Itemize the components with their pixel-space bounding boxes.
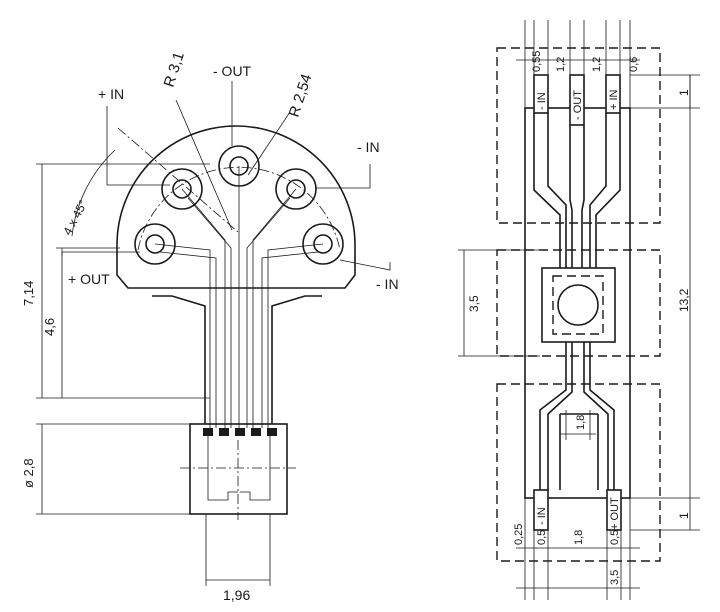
dim-height-inner xyxy=(56,247,120,398)
dim-width xyxy=(205,514,271,586)
minus-out-label: - OUT xyxy=(213,63,252,79)
top-pin-label: - IN xyxy=(536,92,548,110)
plus-out-label: + OUT xyxy=(68,271,110,287)
minus-in-lower-label: - IN xyxy=(376,276,399,292)
angle-ray xyxy=(117,127,239,233)
dim-height-total-label: 13,2 xyxy=(677,288,691,312)
dim-height-total-label: 7,14 xyxy=(21,281,36,306)
radius-outer-label: R 3,1 xyxy=(161,50,188,89)
minus-in-upper-label: - IN xyxy=(357,139,380,155)
top-leads xyxy=(533,74,621,268)
bottom-pin-label: + OUT xyxy=(609,497,621,530)
dim-center-label: 1,8 xyxy=(575,415,587,430)
bottom-dim-label: 0,5 xyxy=(536,530,548,545)
dim-height-inner-label: 4,6 xyxy=(42,318,57,336)
bottom-dim-label: 0,25 xyxy=(513,524,525,545)
right-view: 0,55 1,2 1,2 0,6 - IN - OUT + IN 1 13,2 … xyxy=(458,20,700,600)
sensor-membrane xyxy=(557,284,599,326)
pin-pads xyxy=(134,145,344,265)
contact-pads xyxy=(203,428,277,436)
pin-pad xyxy=(161,168,203,210)
pin-hole xyxy=(313,234,333,254)
dim-top-right-label: 1 xyxy=(677,89,691,96)
pin-circle xyxy=(137,166,341,251)
connector-inner xyxy=(207,436,271,501)
top-dim-label: 1,2 xyxy=(555,57,567,72)
bottom-pin-label: - IN xyxy=(536,507,548,525)
dim-width-label: 1,96 xyxy=(223,587,250,603)
top-dim-label: 0,6 xyxy=(628,57,640,72)
connector-centerline xyxy=(180,440,296,520)
pin-hole xyxy=(286,179,306,199)
pin-hole xyxy=(172,179,192,199)
pin-hole xyxy=(145,234,165,254)
dim-diameter xyxy=(36,423,190,515)
top-pad-dashed xyxy=(496,47,661,224)
top-pin-label: + IN xyxy=(608,89,620,110)
angle-label: 4 x 45° xyxy=(60,198,90,238)
radius-pins-label: R 2,54 xyxy=(286,72,316,119)
dim-height-total xyxy=(36,163,210,399)
top-dim-label: 1,2 xyxy=(591,57,603,72)
die-inner-dashed xyxy=(552,275,604,335)
sensor-head-outline xyxy=(116,125,356,289)
angle-arc xyxy=(71,149,116,237)
top-dim-lines xyxy=(458,20,700,531)
bottom-dim-label: 0,5 xyxy=(609,530,621,545)
connector-body xyxy=(189,423,288,515)
dim-bottom-right-label: 1 xyxy=(677,512,691,519)
pin-pad xyxy=(302,223,344,265)
dim-width-total-label: 3,5 xyxy=(609,570,621,585)
top-dim-label: 0,55 xyxy=(531,51,543,72)
bottom-leads xyxy=(533,342,622,531)
traces xyxy=(154,166,324,428)
left-view: R 3,1 R 2,54 + IN - OUT - IN + OUT - IN … xyxy=(21,50,399,603)
bottom-dim-lines xyxy=(516,498,640,600)
top-pin-label: - OUT xyxy=(572,90,584,120)
sensor-die xyxy=(541,267,616,343)
dim-diameter-label: ø 2,8 xyxy=(21,458,36,488)
pin-pad xyxy=(134,223,176,265)
middle-pad-dashed xyxy=(496,249,661,357)
bottom-pad-dashed xyxy=(496,383,661,562)
sensor-stem-outline xyxy=(152,295,322,424)
bottom-dim-label: 1,8 xyxy=(573,530,585,545)
plus-in-label: + IN xyxy=(98,86,124,102)
dim-sensor-label: 3,5 xyxy=(467,295,481,312)
pin-pad xyxy=(275,168,317,210)
